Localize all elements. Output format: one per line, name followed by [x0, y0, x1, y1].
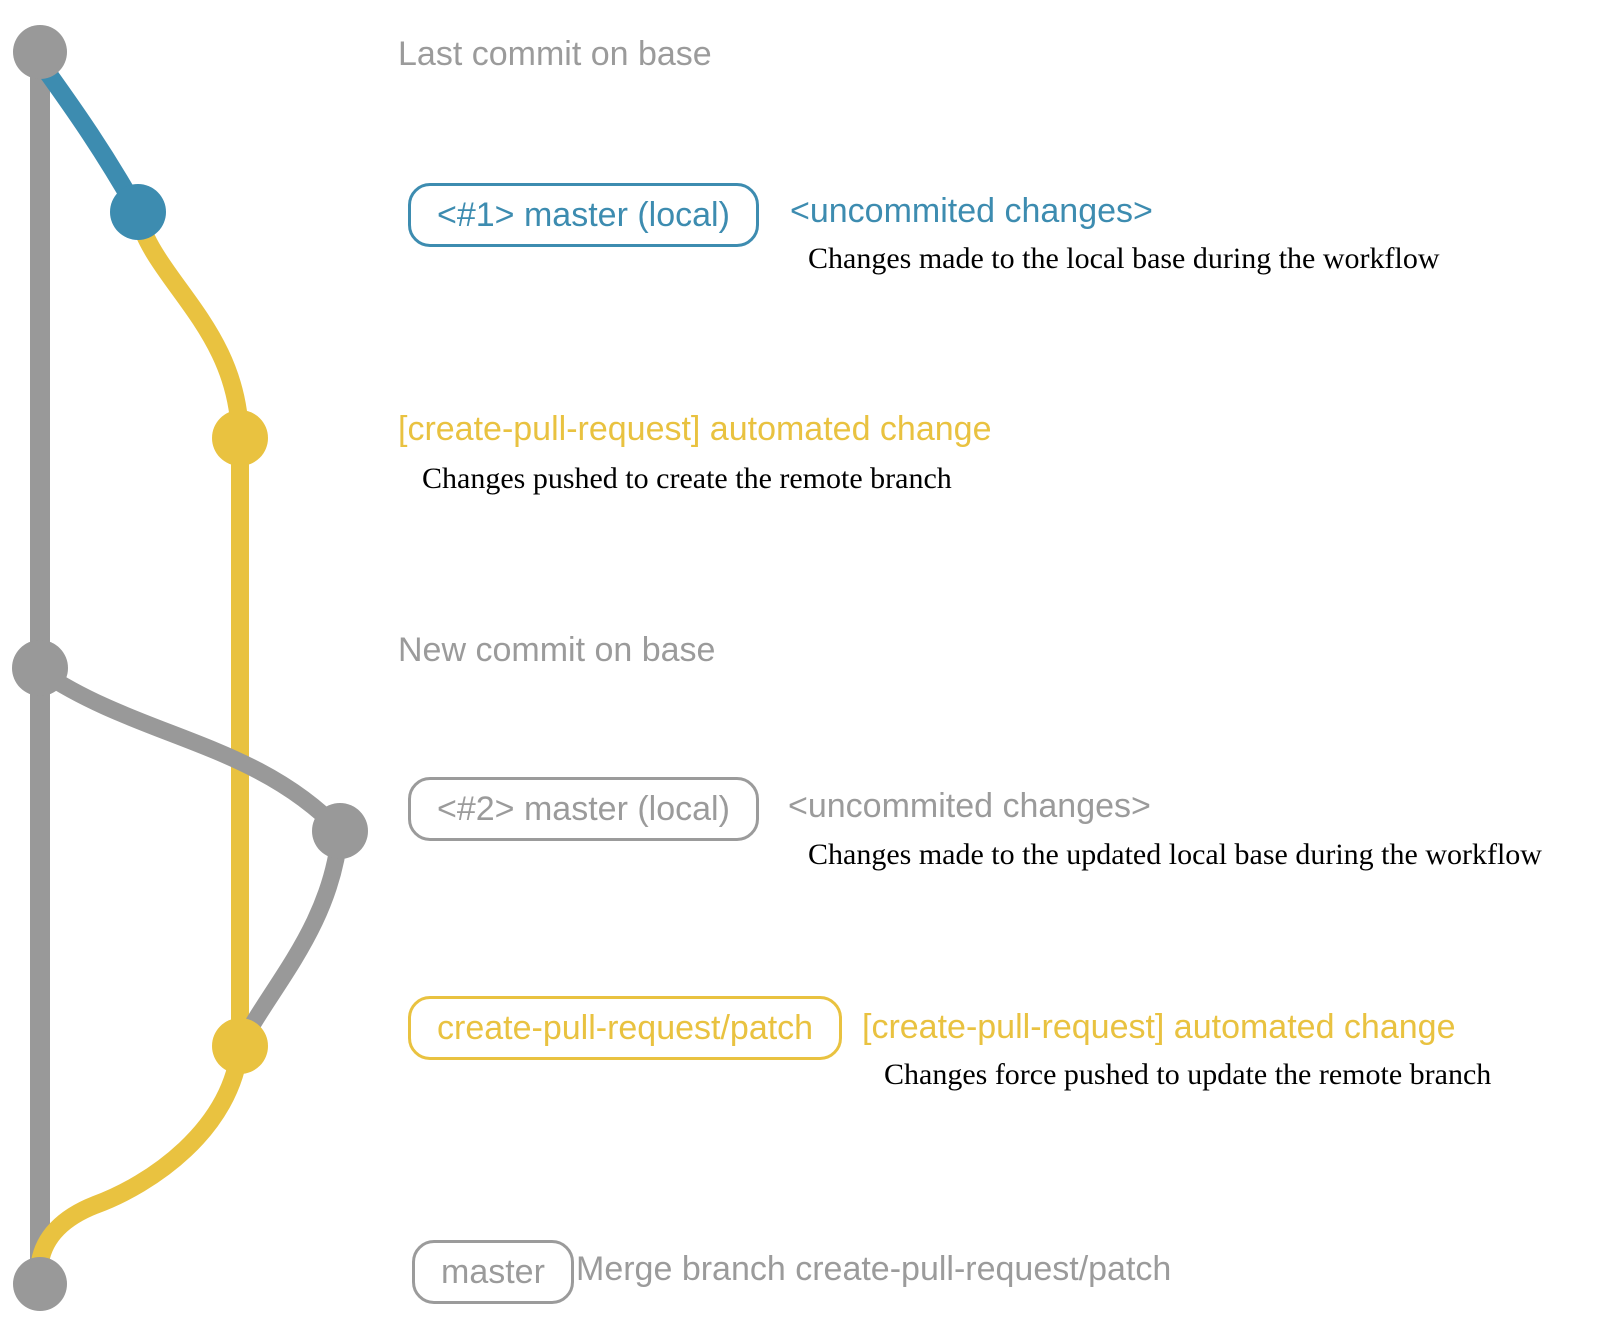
annotation-last-commit-on-base: Last commit on base: [398, 35, 712, 73]
branch-label-create-pull-request-patch: create-pull-request/patch: [408, 996, 843, 1060]
remote-branch-curve-push: [129, 207, 249, 449]
branch-label-master-local-2: <#2> master (local): [408, 777, 759, 841]
updated-base-curve-1: [33, 663, 349, 840]
annotation-new-commit-on-base: New commit on base: [398, 631, 716, 669]
description-force-push-update: Changes force pushed to update the remot…: [884, 1058, 1492, 1091]
description-push-create: Changes pushed to create the remote bran…: [422, 462, 952, 495]
updated-base-curve-2: [231, 822, 349, 1055]
branch-label-master: master: [412, 1240, 574, 1304]
annotation-merge-branch: Merge branch create-pull-request/patch: [576, 1250, 1172, 1288]
branch-label-master-local-1: <#1> master (local): [408, 183, 759, 247]
commit-dot-local-2: [312, 803, 368, 859]
description-local-changes-2: Changes made to the updated local base d…: [808, 838, 1542, 871]
annotation-uncommited-changes-2: <uncommited changes>: [788, 787, 1151, 825]
commit-dot-last-base: [13, 25, 67, 79]
remote-branch-merge-curve: [31, 1037, 249, 1271]
commit-dot-remote-push: [212, 410, 268, 466]
annotation-automated-change-1: [create-pull-request] automated change: [398, 410, 992, 448]
commit-dot-local-1: [110, 184, 166, 240]
commit-dot-merge: [13, 1257, 67, 1311]
annotation-automated-change-2: [create-pull-request] automated change: [862, 1008, 1456, 1046]
description-local-changes-1: Changes made to the local base during th…: [808, 242, 1440, 275]
commit-dot-new-base: [12, 640, 68, 696]
commit-dot-remote-force-push: [212, 1018, 268, 1074]
annotation-uncommited-changes-1: <uncommited changes>: [790, 192, 1153, 230]
